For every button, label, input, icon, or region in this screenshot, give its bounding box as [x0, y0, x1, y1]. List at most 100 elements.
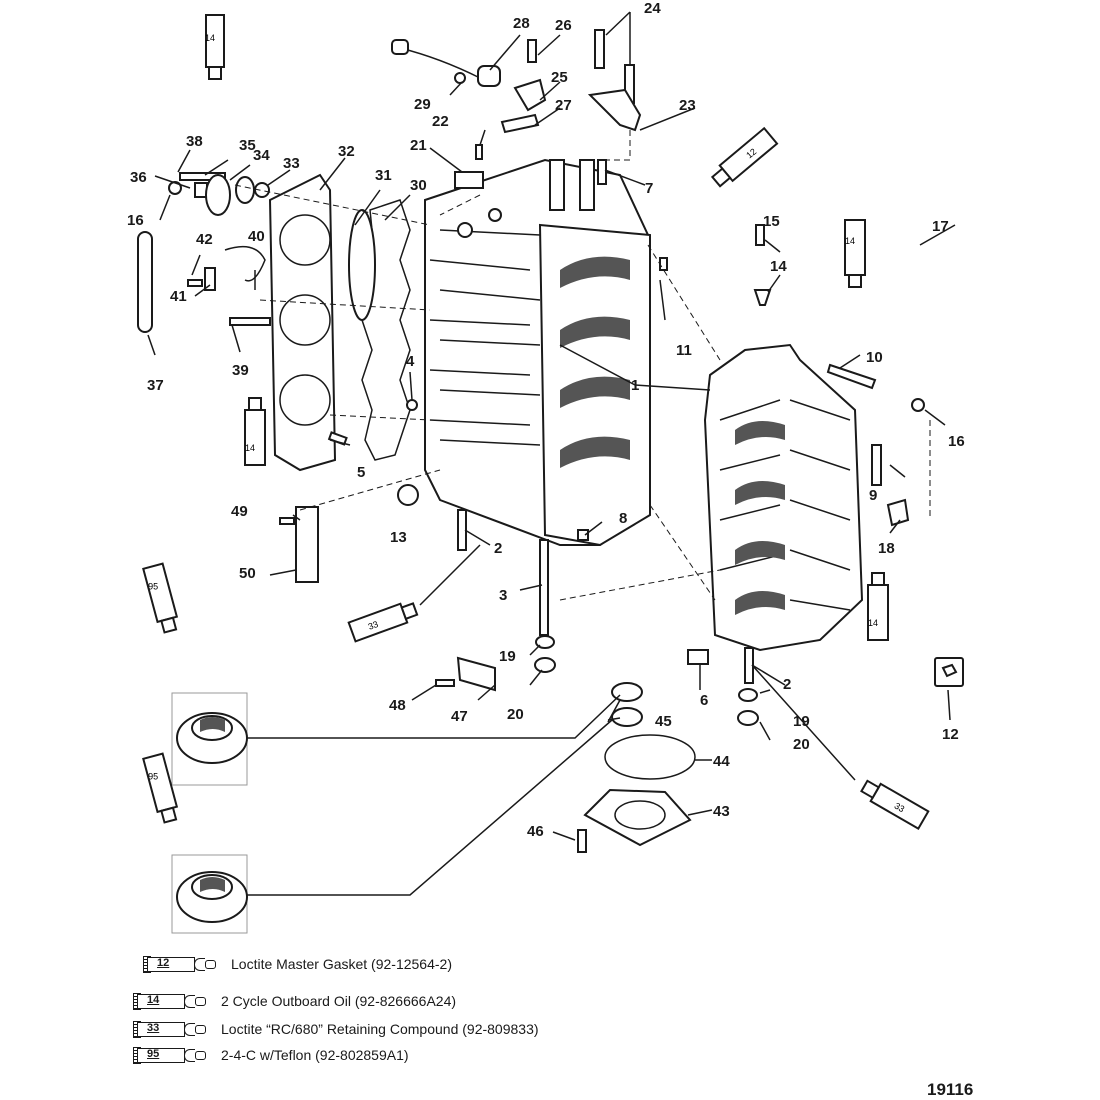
cylinder-head: [268, 173, 337, 472]
callout-1: 1: [631, 377, 639, 394]
crankcase-cover: [703, 343, 864, 652]
callout-13: 13: [390, 529, 407, 546]
callout-19: 19: [499, 648, 516, 665]
callout-29: 29: [414, 96, 431, 113]
tube-icon: 33: [133, 1020, 215, 1038]
callout-46: 46: [527, 823, 544, 840]
tube-t9-code: 33: [893, 801, 907, 815]
tube-t3-code: 12: [744, 146, 758, 160]
callout-8: 8: [619, 510, 627, 527]
tube-t8: 95: [142, 752, 179, 824]
tube-t7-code: 95: [148, 582, 158, 592]
callout-45: 45: [655, 713, 672, 730]
callout-17: 17: [932, 218, 949, 235]
sealant-tubes: 14 14 12 14 14 33 95 95: [142, 14, 930, 831]
callout-10: 10: [866, 349, 883, 366]
callout-47: 47: [451, 708, 468, 725]
callout-31: 31: [375, 167, 392, 184]
legend-code: 95: [147, 1048, 160, 1060]
callout-39: 39: [232, 362, 249, 379]
callout-38: 38: [186, 133, 203, 150]
callout-6: 6: [700, 692, 708, 709]
figure-number: 19116: [927, 1080, 974, 1099]
tube-icon: 14: [133, 992, 215, 1010]
tube-icon: 95: [133, 1046, 215, 1064]
callout-50: 50: [239, 565, 256, 582]
assembly-lines: [234, 130, 931, 601]
legend-item: 33 Loctite “RC/680” Retaining Compound (…: [133, 1020, 539, 1038]
legend-code: 33: [147, 1022, 160, 1034]
legend-item: 14 2 Cycle Outboard Oil (92-826666A24): [133, 992, 456, 1010]
callout-3: 3: [499, 587, 507, 604]
tube-t1-code: 14: [205, 33, 215, 43]
tube-t2-code: 14: [245, 443, 255, 453]
legend-code: 12: [157, 957, 170, 969]
callout-40: 40: [248, 228, 265, 245]
callout-43: 43: [713, 803, 730, 820]
callout-16b: 16: [127, 212, 144, 229]
callout-49: 49: [231, 503, 248, 520]
callout-35: 35: [239, 137, 256, 154]
legend-label: 2 Cycle Outboard Oil (92-826666A24): [221, 993, 457, 1009]
callout-16: 16: [948, 433, 965, 450]
legend-label: Loctite Master Gasket (92-12564-2): [231, 956, 452, 972]
callout-18: 18: [878, 540, 895, 557]
callout-34: 34: [253, 147, 270, 164]
callout-labels: 1 2 2 3 4 5 6 7 8 9 10 11 12 13 14 15 16…: [127, 0, 965, 840]
callout-37: 37: [147, 377, 164, 394]
callout-14: 14: [770, 258, 787, 275]
tube-t9: 33: [860, 779, 930, 831]
callout-19b: 19: [793, 713, 810, 730]
seal-inset-bottom: [171, 854, 248, 934]
seal-inset-top: [171, 692, 248, 786]
callout-11: 11: [676, 342, 692, 359]
tube-t7: 95: [142, 562, 179, 634]
callout-26: 26: [555, 17, 572, 34]
callout-41: 41: [170, 288, 187, 305]
tube-t4: 14: [844, 219, 866, 288]
legend-item: 12 Loctite Master Gasket (92-12564-2): [143, 955, 452, 973]
callout-36: 36: [130, 169, 147, 186]
callout-25: 25: [551, 69, 568, 86]
callout-9: 9: [869, 487, 877, 504]
tube-t5: 14: [867, 572, 889, 641]
tube-t1: 14: [205, 14, 225, 80]
tube-t4-code: 14: [845, 236, 855, 246]
tube-t2: 14: [244, 397, 266, 466]
callout-2: 2: [494, 540, 502, 557]
tube-icon: 12: [143, 955, 225, 973]
tube-t5-code: 14: [868, 618, 878, 628]
callout-28: 28: [513, 15, 530, 32]
cylinder-block: [424, 158, 652, 547]
callout-24: 24: [644, 0, 661, 17]
tube-t3: 12: [710, 126, 779, 188]
callout-44: 44: [713, 753, 730, 770]
callout-21: 21: [410, 137, 427, 154]
callout-12: 12: [942, 726, 959, 743]
tube-t8-code: 95: [148, 772, 158, 782]
callout-4: 4: [406, 353, 415, 370]
legend-label: Loctite “RC/680” Retaining Compound (92-…: [221, 1021, 539, 1037]
callout-2b: 2: [783, 676, 791, 693]
callout-30: 30: [410, 177, 427, 194]
callout-22: 22: [432, 113, 449, 130]
callout-7: 7: [645, 180, 653, 197]
callout-20b: 20: [793, 736, 810, 753]
gaskets: [348, 199, 411, 461]
callout-32: 32: [338, 143, 355, 160]
callout-23: 23: [679, 97, 696, 114]
callout-27: 27: [555, 97, 572, 114]
callout-42: 42: [196, 231, 213, 248]
legend-label: 2-4-C w/Teflon (92-802859A1): [221, 1047, 409, 1063]
legend-item: 95 2-4-C w/Teflon (92-802859A1): [133, 1046, 409, 1064]
callout-33: 33: [283, 155, 300, 172]
callout-20: 20: [507, 706, 524, 723]
callout-5: 5: [357, 464, 365, 481]
callout-48: 48: [389, 697, 406, 714]
tube-t6: 33: [347, 602, 419, 643]
leader-lines: [147, 11, 956, 841]
tube-t6-code: 33: [367, 619, 380, 632]
callout-15: 15: [763, 213, 780, 230]
legend-code: 14: [147, 994, 160, 1006]
